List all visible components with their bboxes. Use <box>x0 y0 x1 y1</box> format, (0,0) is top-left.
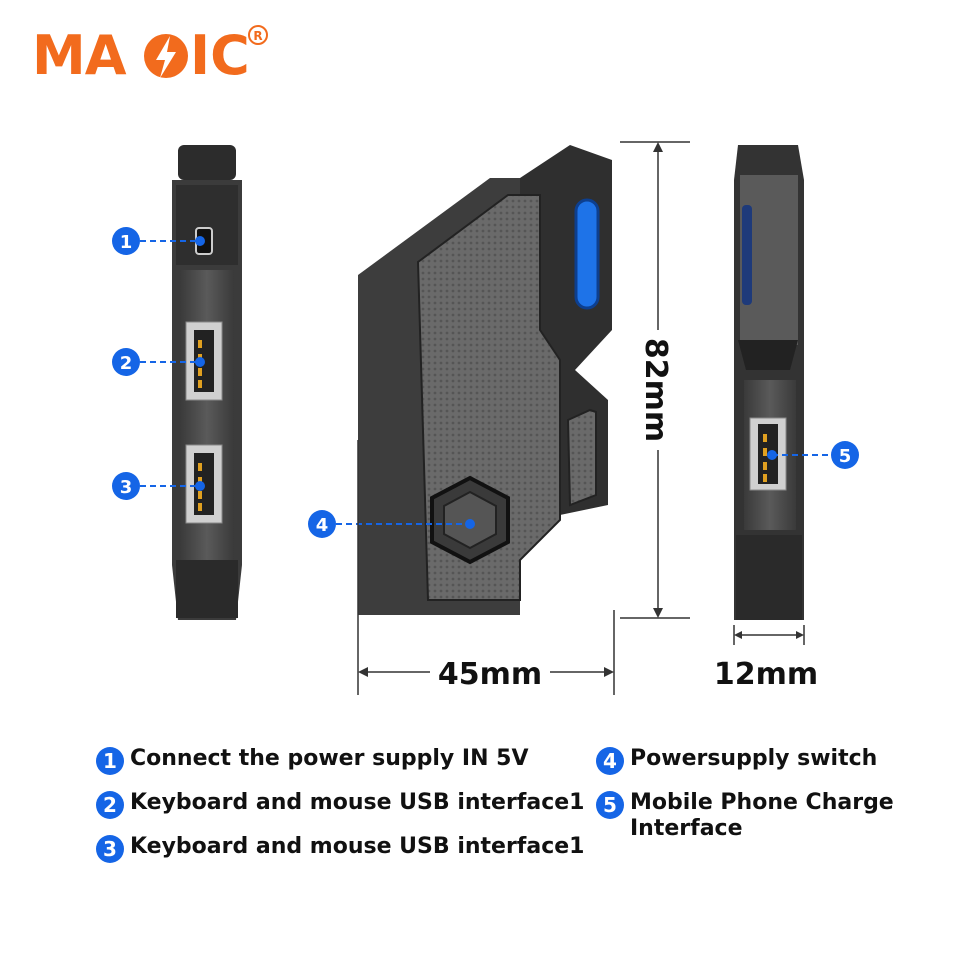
svg-text:1: 1 <box>120 232 133 253</box>
svg-text:5: 5 <box>839 446 852 467</box>
svg-text:R: R <box>253 29 262 43</box>
charge-port <box>749 417 787 491</box>
legend-badge: 2 <box>96 791 124 819</box>
registered-mark-icon: R <box>248 25 268 45</box>
legend-badge: 4 <box>596 747 624 775</box>
legend-text: Powersupply switch <box>630 746 878 771</box>
legend-item-4: 4 Powersupply switch <box>596 746 877 775</box>
width-dimension: 45mm <box>438 657 542 692</box>
legend-badge: 5 <box>596 791 624 819</box>
callout-3: 3 <box>112 472 140 500</box>
svg-text:3: 3 <box>120 477 133 498</box>
legend-text: Keyboard and mouse USB interface1 <box>130 790 585 815</box>
svg-text:IC: IC <box>190 24 250 87</box>
height-dimension: 82mm <box>638 338 673 442</box>
legend-badge: 1 <box>96 747 124 775</box>
depth-dimension: 12mm <box>714 657 818 692</box>
lightning-g-icon <box>144 34 188 78</box>
callout-4: 4 <box>308 510 336 538</box>
led-indicator <box>574 198 600 310</box>
left-side-view <box>172 145 242 620</box>
right-side-view <box>734 145 804 620</box>
front-view <box>358 145 612 615</box>
legend-item-5: 5 Mobile Phone Charge Interface <box>596 790 896 842</box>
svg-text:4: 4 <box>316 515 329 536</box>
callout-2: 2 <box>112 348 140 376</box>
legend-item-1: 1 Connect the power supply IN 5V <box>96 746 528 775</box>
legend-item-2: 2 Keyboard and mouse USB interface1 <box>96 790 585 819</box>
legend-badge: 3 <box>96 835 124 863</box>
svg-text:2: 2 <box>120 353 133 374</box>
callout-5: 5 <box>831 441 859 469</box>
legend-item-3: 3 Keyboard and mouse USB interface1 <box>96 834 585 863</box>
brand-logo: MA IC R <box>32 24 268 87</box>
callout-1: 1 <box>112 227 140 255</box>
product-diagram: 1 2 3 4 5 82mm 45mm <box>112 141 859 695</box>
legend-text: Mobile Phone Charge Interface <box>630 790 894 841</box>
legend: 1 Connect the power supply IN 5V 2 Keybo… <box>0 730 960 950</box>
svg-text:MA: MA <box>32 24 127 87</box>
legend-text: Connect the power supply IN 5V <box>130 746 529 771</box>
legend-text: Keyboard and mouse USB interface1 <box>130 834 585 859</box>
